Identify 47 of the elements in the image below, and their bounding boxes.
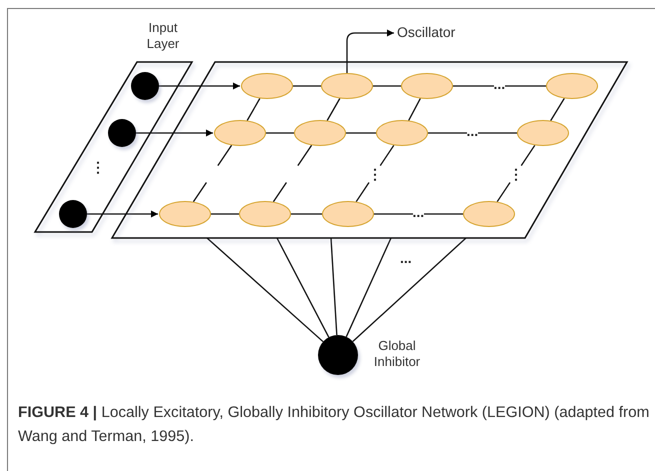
oscillator-node <box>517 120 569 146</box>
arrow <box>87 210 158 218</box>
arrow <box>159 82 240 90</box>
connection-line <box>373 85 401 87</box>
oscillator-node <box>463 201 515 227</box>
connection-line <box>453 85 546 87</box>
layer-label: Input Layer <box>146 20 180 52</box>
oscillator-node <box>294 120 346 146</box>
input-node <box>131 72 159 100</box>
arrow <box>346 30 394 73</box>
connection-line <box>356 144 394 202</box>
connection-line <box>272 144 312 202</box>
connection-line <box>291 213 322 215</box>
arrow <box>136 130 213 136</box>
oscillator-node <box>321 73 373 99</box>
oscillator-node <box>401 73 453 99</box>
connection-line <box>276 238 330 338</box>
connection-line <box>550 98 565 121</box>
oscillator-label: Oscillator <box>397 24 467 40</box>
oscillator-node <box>546 73 598 99</box>
connection-line <box>293 85 321 87</box>
connection-line <box>192 144 232 202</box>
figure-caption: FIGURE 4 | Locally Excitatory, Globally Inhibitory Oscillator Network (LEGION) (adapted from Wang and Terman, 1995). <box>18 403 650 447</box>
connection-line <box>211 213 239 215</box>
oscillator-node <box>239 201 291 227</box>
ellipsis-mark: ... <box>400 251 412 265</box>
ellipsis-mark: ⋮ <box>91 160 105 174</box>
connection-line <box>246 98 260 121</box>
connection-line <box>346 238 392 338</box>
connection-line <box>346 132 376 134</box>
connection-line <box>326 98 340 121</box>
connection-line <box>206 238 324 342</box>
connection-line <box>352 238 466 342</box>
oscillator-node <box>322 201 374 227</box>
connection-line <box>330 238 338 336</box>
connection-line <box>496 144 536 202</box>
connection-line <box>408 98 421 121</box>
input-node <box>59 200 87 228</box>
connection-line <box>374 213 463 215</box>
connection-line <box>266 132 294 134</box>
oscillator-node <box>376 120 428 146</box>
oscillator-node <box>159 201 211 227</box>
input-node <box>108 119 136 147</box>
oscillator-node <box>241 73 293 99</box>
oscillator-node <box>214 120 266 146</box>
inhibitor-label: Global Inhibitor <box>372 338 422 370</box>
connection-line <box>428 132 517 134</box>
